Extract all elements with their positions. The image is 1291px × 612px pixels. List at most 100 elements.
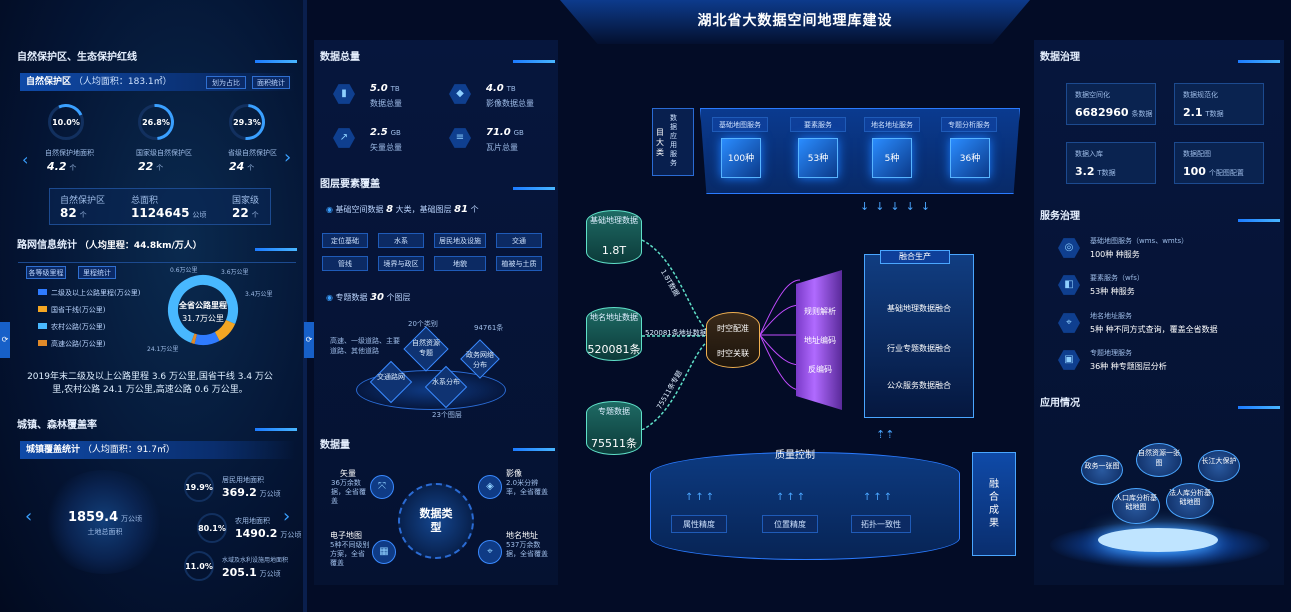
layer-chip[interactable]: 定位基础 <box>322 233 368 248</box>
layer-chip[interactable]: 植被与土质 <box>496 256 542 271</box>
legend-label: 国省干线(万公里) <box>51 306 106 314</box>
legend-label: 高速公路(万公里) <box>51 340 106 348</box>
volume-item-4-title: 地名地址 <box>506 531 538 540</box>
nature-ring-2-value: 22 个 <box>138 160 163 173</box>
road-note: 高速、一级道路、主要道路、其他道路 <box>330 337 400 355</box>
urban-item-2-label: 农用地面积 <box>235 517 270 525</box>
nature-next-arrow[interactable]: › <box>284 147 292 168</box>
process-panels <box>796 270 842 410</box>
coverage-topic-line: ◉ 专题数据 30 个图层 <box>326 292 411 303</box>
svc-section-title: 服务治理 <box>1040 211 1080 222</box>
app-bubble-4[interactable] <box>1112 488 1160 524</box>
app-bubble-3[interactable] <box>1198 450 1240 482</box>
title-accent-bar <box>513 448 555 451</box>
service-tag-2[interactable]: 要素服务 <box>790 117 846 132</box>
address-service-icon: ⌖ <box>1058 313 1080 333</box>
volume-item-3-desc: 5种不同级别方案，全省覆盖 <box>330 541 370 567</box>
service-tag-3[interactable]: 地名地址服务 <box>864 117 920 132</box>
service-tag-1[interactable]: 基础地图服务 <box>712 117 768 132</box>
urban-ring-3-pct: 11.0% <box>185 562 213 571</box>
app-bubble-5[interactable] <box>1166 483 1214 519</box>
map-node: ▦ <box>372 540 396 564</box>
nature-stat-2-label: 总面积 <box>131 196 159 206</box>
layer-chip[interactable]: 管线 <box>322 256 368 271</box>
urban-prev-arrow[interactable]: ‹ <box>25 506 33 527</box>
urban-item-1-label: 居民用地面积 <box>222 476 264 484</box>
legend-swatch <box>38 323 47 329</box>
gov-item-4-label: 数据配图 <box>1183 150 1211 158</box>
process-label-1: 规则解析 <box>804 307 836 316</box>
gov-card-1 <box>1066 83 1156 125</box>
urban-subhead: 城镇覆盖统计 （人均面积：91.7㎡） <box>20 441 295 459</box>
flow-label-2: 520081条地址数据 <box>645 329 707 337</box>
app-bubble-2[interactable] <box>1136 443 1182 477</box>
urban-item-1-unit: 万公顷 <box>259 490 281 498</box>
nature-ring-3-label: 省级自然保护区 <box>228 149 277 157</box>
layer-chip[interactable]: 交通 <box>496 233 542 248</box>
qc-title: 质量控制 <box>775 450 815 461</box>
svc-item-2-desc: 53种 种服务 <box>1090 287 1135 296</box>
result-label: 融合成果 <box>989 479 999 529</box>
chart-icon: ▮ <box>333 84 355 104</box>
nature-ring-1-label: 自然保护地面积 <box>45 149 94 157</box>
service-tag-4[interactable]: 专题分析服务 <box>941 117 997 132</box>
urban-center-unit: 万公顷 <box>121 515 143 523</box>
total-item-2: 4.0 TB <box>486 83 516 94</box>
total-item-3-unit: GB <box>390 129 401 137</box>
svc-item-4-desc: 36种 种专题图层分析 <box>1090 362 1167 371</box>
qc-item-1: 属性精度 <box>671 515 727 533</box>
nature-btn-area[interactable]: 面积统计 <box>252 76 290 89</box>
road-section-title: 路网信息统计 <box>17 240 77 251</box>
app-bubble-1-label: 政务一张图 <box>1084 462 1120 470</box>
topic-cube-label-2: 政务网络分布 <box>466 351 494 369</box>
nature-stat-3-unit: 个 <box>251 211 259 219</box>
image-cube-icon: ◆ <box>449 84 471 104</box>
urban-subhead-note: （人均面积：91.7㎡） <box>82 445 175 455</box>
coverage-base-line: ◉ 基础空间数据 8 大类，基础图层 81 个 <box>326 204 479 215</box>
nature-prev-arrow[interactable]: ‹ <box>22 150 29 169</box>
urban-item-1-value: 369.2 万公顷 <box>222 486 281 499</box>
map-service-icon: ◎ <box>1058 238 1080 258</box>
category-count: 20个类别 <box>408 320 438 328</box>
road-btn-mileage[interactable]: 里程统计 <box>78 266 116 279</box>
vector-node: ⤧ <box>370 475 394 499</box>
db-value-1: 1.8T <box>601 244 627 257</box>
bottom-layer-count: 23个图层 <box>432 411 462 419</box>
donut-label-3: 3.4万公里 <box>245 291 273 298</box>
road-btn-level[interactable]: 各等级里程 <box>26 266 66 279</box>
layer-chip[interactable]: 水系 <box>378 233 424 248</box>
legend-swatch <box>38 340 47 346</box>
urban-subhead-label: 城镇覆盖统计 <box>26 445 81 455</box>
nature-ring-2-unit: 个 <box>156 164 164 172</box>
process-label-2: 地址编码 <box>804 336 836 345</box>
layer-chip[interactable]: 居民地及设施 <box>434 233 486 248</box>
gov-item-3-label: 数据入库 <box>1075 150 1103 158</box>
app-bubble-1[interactable] <box>1081 455 1123 485</box>
nature-stat-2-unit: 公顷 <box>192 211 207 219</box>
database-icon: ≡ <box>449 128 471 148</box>
urban-next-arrow[interactable]: › <box>283 506 291 527</box>
layer-chip[interactable]: 境界与政区 <box>378 256 424 271</box>
nature-stat-2: 1124645 公顷 <box>131 206 206 220</box>
db-label-2: 地名地址数据 <box>590 313 638 322</box>
legend-item: 高速公路(万公里) <box>38 339 140 356</box>
nature-btn-ratio[interactable]: 划为占比 <box>206 76 246 89</box>
total-item-4: 71.0 GB <box>486 127 524 138</box>
topic-label: 专题数据 <box>335 293 368 302</box>
layer-chip[interactable]: 地貌 <box>434 256 486 271</box>
bullet-icon: ◉ <box>326 205 333 214</box>
svc-item-2-title: 要素服务（wfs） <box>1090 274 1144 282</box>
left-collapse-toggle[interactable]: ⟳ <box>0 322 10 358</box>
result-box <box>972 452 1016 556</box>
road-summary: 2019年末二级及以上公路里程 3.6 万公里,国省干线 3.4 万公里,农村公… <box>27 372 273 395</box>
nature-ring-2-pct: 26.8% <box>142 118 170 127</box>
service-cube-4: 36种 <box>950 138 990 178</box>
image-node: ◈ <box>478 475 502 499</box>
app-bubble-4-label: 人口库分析基础地图 <box>1115 494 1157 511</box>
legend-item: 二级及以上公路里程(万公里) <box>38 288 140 305</box>
base-layers: 81 <box>454 204 469 215</box>
nature-stat-1-label: 自然保护区 <box>60 196 106 206</box>
mid-expand-toggle[interactable]: ⟳ <box>304 322 314 358</box>
gov-item-4-unit: 个配图配置 <box>1208 169 1244 177</box>
nature-stat-1: 82 个 <box>60 206 87 220</box>
